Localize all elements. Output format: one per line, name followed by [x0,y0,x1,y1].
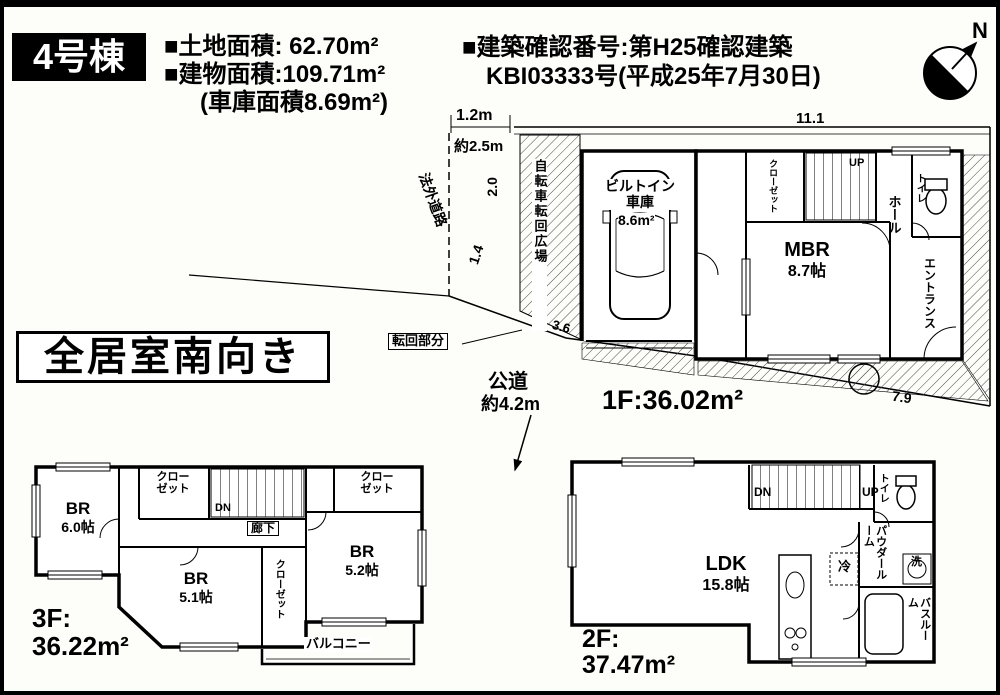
garage-area-text: (車庫面積8.69m²) [200,89,389,116]
floor3-area-line1: 3F: [32,603,71,633]
br-left-name-label: BR [65,499,91,518]
building-area-text: ■建物面積:109.71m² [164,61,386,88]
stairs-2f [751,464,861,510]
compass-icon [923,41,978,100]
road-name-label: 公道 [488,371,528,393]
toilet-label-1f: トイレ [914,173,926,203]
bathroom-label: バスルーム [906,597,931,641]
dim-top-width: 1.2m [456,107,493,124]
powder-room-label: パウダールーム [862,525,887,580]
floor2-windows [567,457,867,667]
stairs-1f [805,152,877,221]
floor3-inner-walls [118,467,422,647]
garage-size-label: 8.6m² [618,212,655,229]
floor3-windows [31,462,427,652]
up-label-2f: UP [862,485,879,499]
toilet-fixture-2f [895,475,917,510]
turnaround-part-label: 転回部分 [388,333,449,350]
balcony-rail [260,624,416,666]
closet-label-3f-left: クローゼット [156,471,190,496]
south-facing-banner: 全居室南向き [16,331,330,383]
floor3-door-arcs [99,511,327,566]
dn-label-3f: DN [215,502,231,514]
closet-label-3f-mid: クローゼット [273,559,285,619]
floor3-plan [31,462,427,666]
floor1-area-label: 1F:36.02m² [602,385,744,415]
road-width-label: 約4.2m [481,394,541,414]
confirmation-number-line2: KBI03333号(平成25年7月30日) [486,63,821,90]
floor2-plan [567,457,936,667]
land-area-text: ■土地面積: 62.70m² [164,33,379,60]
dim-11-1: 11.1 [796,110,825,127]
washer-label: 洗 [911,556,922,568]
ldk-size-label: 15.8帖 [702,577,750,594]
kitchen-counter [778,554,812,660]
floor1-windows [741,146,951,364]
up-label-1f: UP [849,157,865,169]
washer-space [902,553,932,585]
floor2-door-arcs [840,511,890,620]
hallway-label: 廊下 [247,521,280,537]
balcony-label: バルコニー [304,636,373,652]
toilet-label-2f: トイレ [877,473,889,503]
floor2-area-line1: 2F: [582,625,620,653]
toilet-fixture-1f [924,178,948,215]
br-center-name-label: BR [183,569,209,588]
br-center-size-label: 5.1帖 [179,589,213,605]
fridge-label: 冷 [838,559,852,574]
closet-label-3f-right: クローゼット [360,471,394,496]
mbr-name-label: MBR [784,239,830,261]
bathtub [864,593,904,655]
entrance-label: エントランス [922,257,937,329]
hall-label: ホール [886,195,902,234]
closet-label-1f: クローゼット [768,159,779,213]
dim-7-9: 7.9 [891,387,913,407]
br-left-size-label: 6.0帖 [61,519,95,535]
dn-label-2f: DN [754,485,772,499]
floor2-area-line2: 37.47m² [582,651,676,679]
dim-approx-depth: 約2.5m [454,138,504,155]
mbr-size-label: 8.7帖 [787,263,827,280]
dim-2-0: 2.0 [483,177,500,197]
garage-name-label: ビルトイン車庫 [603,178,677,211]
shrub-symbol [848,363,880,395]
floor3-area-line2: 36.22m² [32,631,129,661]
br-right-name-label: BR [349,542,375,561]
floor1-inner-walls [745,151,962,359]
stairs-3f [210,468,305,518]
ldk-name-label: LDK [705,553,747,575]
floor1-door-arcs [695,222,957,360]
unit-badge: 4号棟 [12,33,146,81]
br-right-size-label: 5.2帖 [345,562,379,578]
bicycle-turnaround-label: 自転車転回広場 [532,159,548,331]
compass-north-label: N [972,18,988,43]
confirmation-number-line1: ■建築確認番号:第H25確認建築 [462,34,793,61]
